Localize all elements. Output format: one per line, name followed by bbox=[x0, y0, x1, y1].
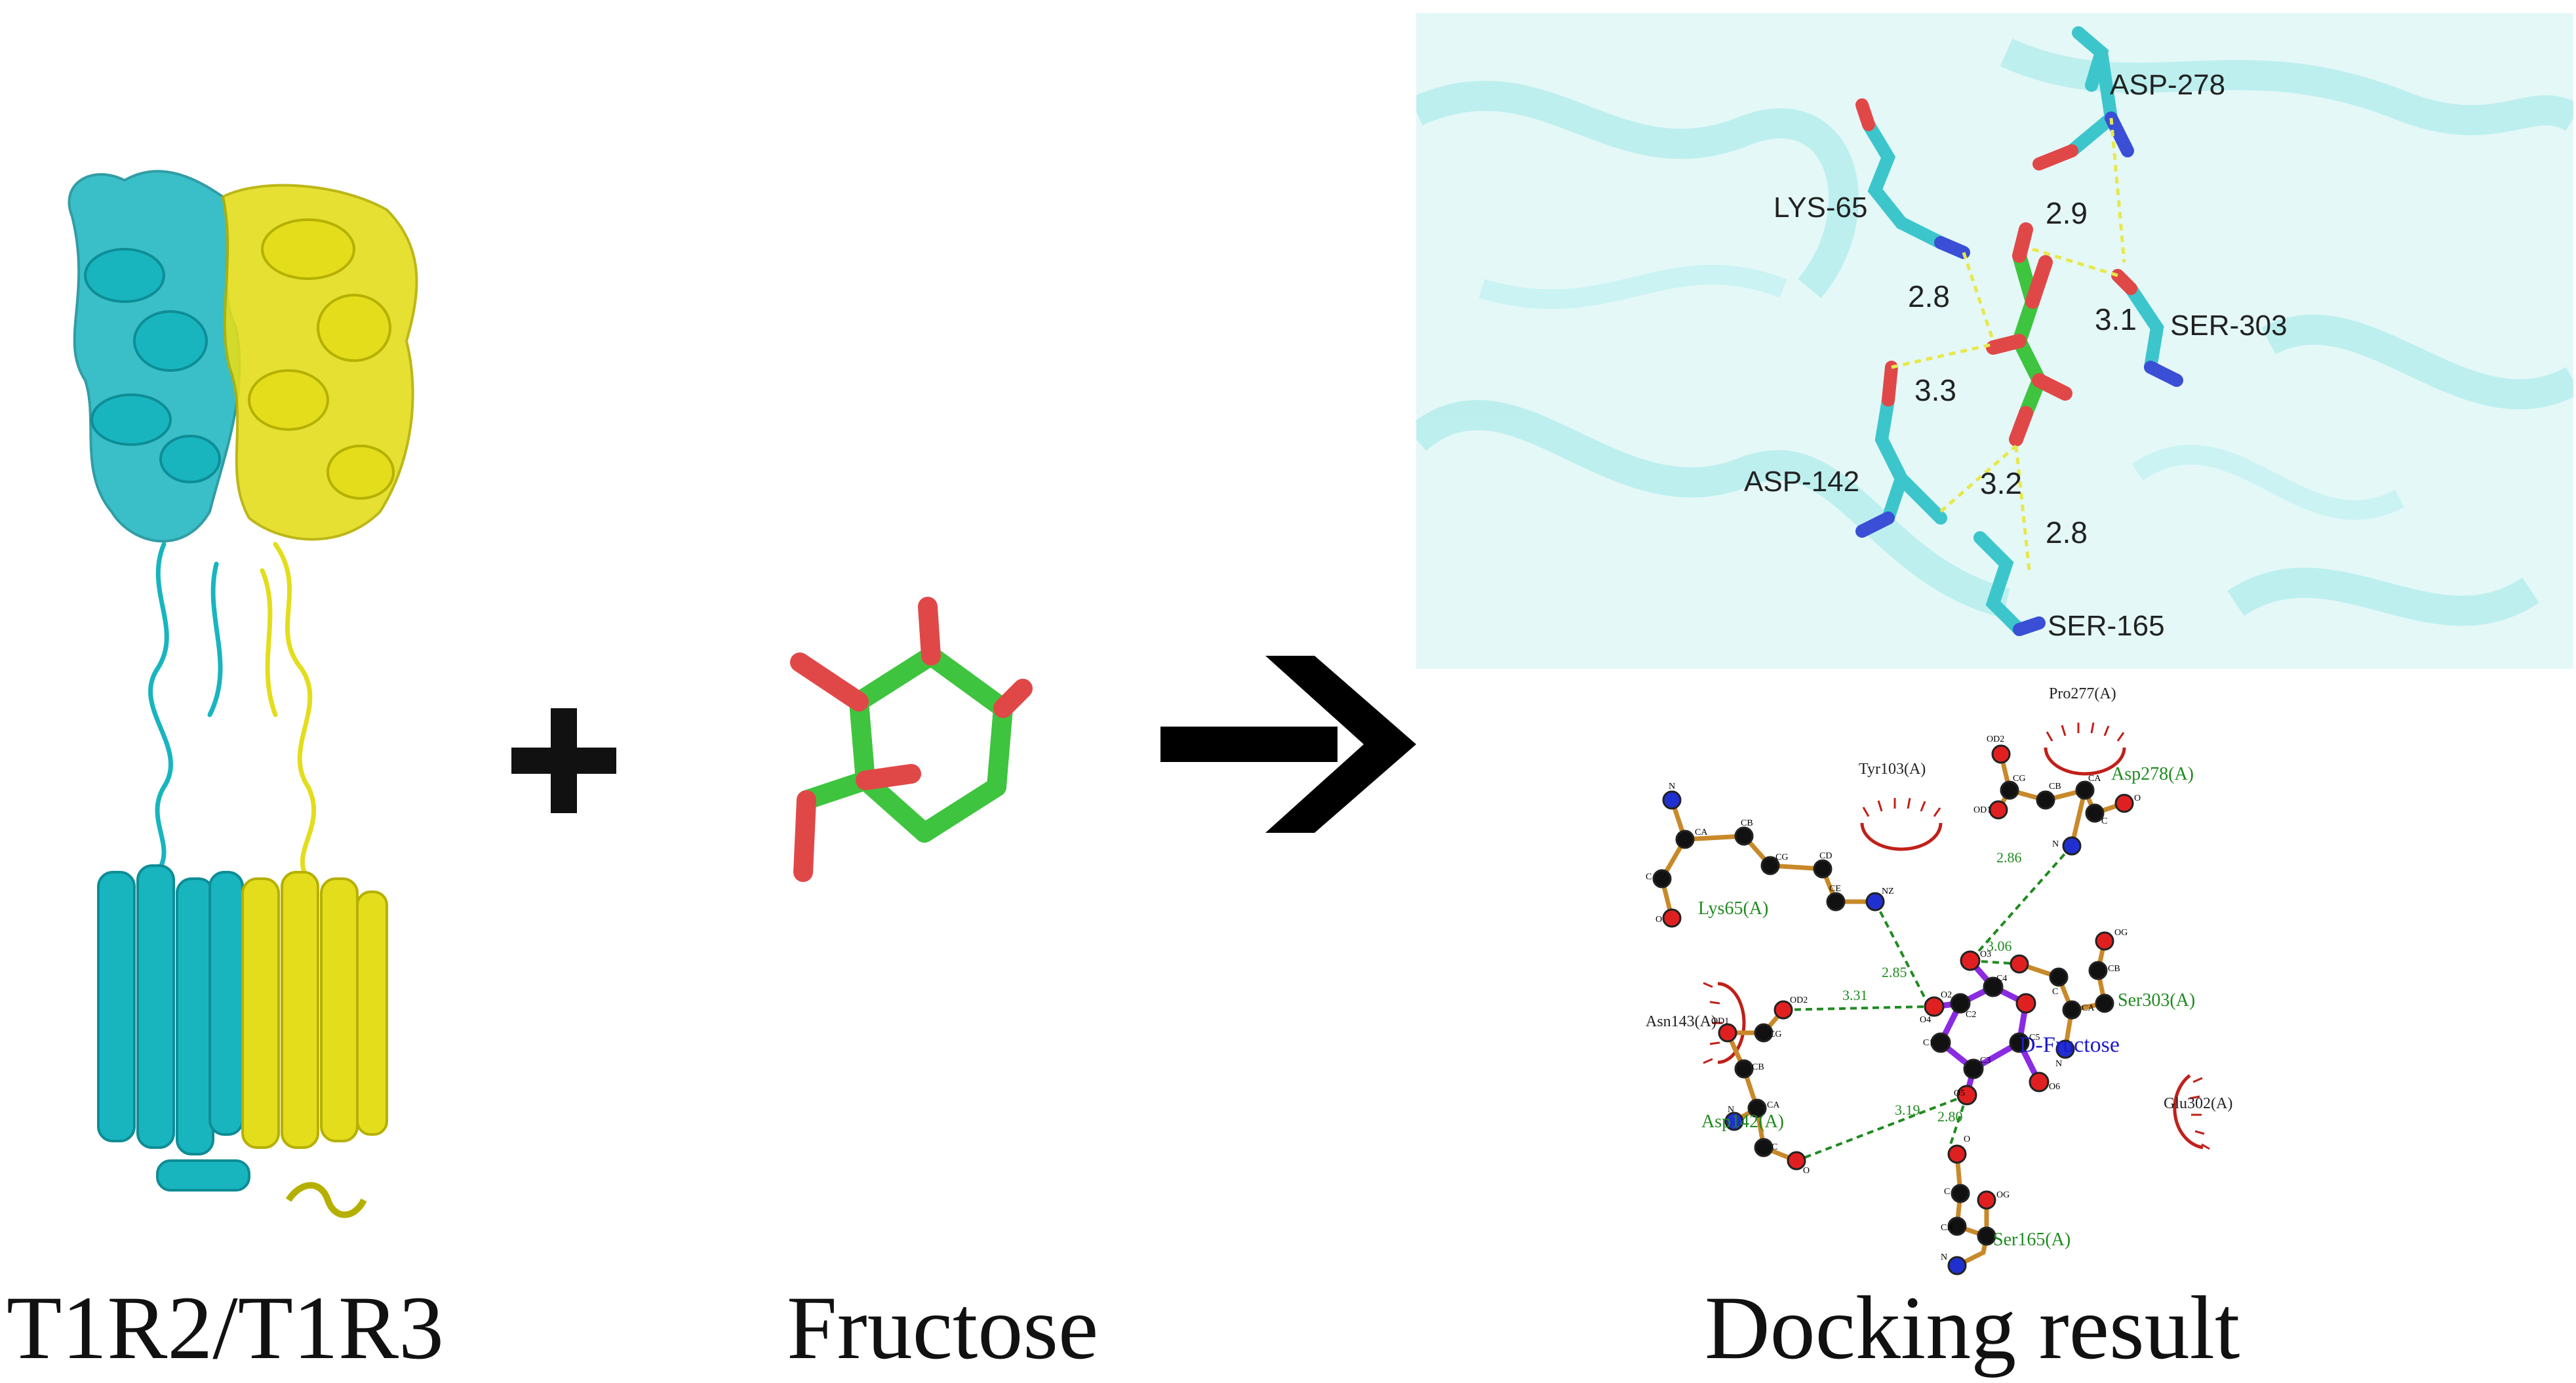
atom-label: O2 bbox=[1941, 990, 1952, 1000]
hbond-distance: 3.19 bbox=[1895, 1102, 1920, 1118]
atom-label: CB bbox=[1741, 818, 1753, 828]
ligand-sticks bbox=[1986, 222, 2072, 447]
t1r2-t1r3-cartoon bbox=[68, 170, 418, 1218]
atom-label: OD2 bbox=[1790, 995, 1808, 1005]
receptor-panel bbox=[0, 0, 459, 1298]
ligand-name: D-Fructose bbox=[2019, 1033, 2120, 1057]
atom-label: CB bbox=[2049, 782, 2061, 792]
atom-label: CG bbox=[1769, 1030, 1782, 1039]
hbond-residue-label: Ser165(A) bbox=[1993, 1230, 2071, 1250]
linker-strands bbox=[148, 542, 317, 881]
atom-label: N bbox=[2055, 1059, 2063, 1069]
atom-label: O3 bbox=[1980, 950, 1992, 959]
atom-label: CB bbox=[2108, 964, 2120, 974]
docking-3d-scene bbox=[1416, 26, 2573, 636]
atom-label: CE bbox=[1829, 884, 1841, 894]
atom-label: CB bbox=[1752, 1062, 1764, 1072]
atom-label: OG bbox=[1996, 1190, 2010, 1200]
distance-label: 3.3 bbox=[1914, 373, 1956, 407]
hbond-residue-label: Asp278(A) bbox=[2111, 764, 2194, 784]
atom-label: CA bbox=[1695, 828, 1708, 837]
hbond-distance: 2.86 bbox=[1996, 849, 2022, 866]
docking-3d-panel: ASP-278 LYS-65 SER-303 ASP-142 SER-165 2… bbox=[1416, 13, 2573, 669]
atom-label: CA bbox=[1941, 1223, 1954, 1233]
hydrophobic-residue-label: Glu302(A) bbox=[2164, 1095, 2233, 1112]
atom-label: C4 bbox=[1996, 974, 2008, 984]
ligand-caption: Fructose bbox=[787, 1277, 1099, 1378]
plus-sign bbox=[498, 695, 629, 826]
atom-label: CA bbox=[2088, 774, 2101, 784]
result-caption: Docking result bbox=[1705, 1277, 2240, 1378]
atom-label: C bbox=[1772, 1142, 1778, 1152]
atom-label: C1 bbox=[1923, 1038, 1934, 1048]
hbond-residue-label: Lys65(A) bbox=[1698, 898, 1769, 919]
atom-label: C5 bbox=[2029, 1033, 2040, 1043]
atom-label: CA bbox=[2082, 1003, 2095, 1013]
atoms bbox=[1652, 744, 2134, 1275]
atom-label: CG bbox=[2013, 774, 2026, 784]
atom-label: OG bbox=[2114, 928, 2128, 938]
atom-label: N bbox=[1728, 1105, 1735, 1115]
fructose-model bbox=[754, 590, 1069, 918]
hbond-dashes bbox=[1891, 117, 2126, 571]
atom-label: OD1 bbox=[1711, 1016, 1730, 1026]
t1r2-vft-domain bbox=[68, 170, 241, 543]
atom-label: O bbox=[2134, 793, 2141, 803]
receptor-caption: T1R2/T1R3 bbox=[7, 1277, 445, 1378]
fructose-sticks bbox=[790, 597, 1033, 882]
hydrophobic-residue-label: Asn143(A) bbox=[1646, 1013, 1716, 1030]
atom-label: NZ bbox=[1882, 887, 1894, 896]
label-asp-278: ASP-278 bbox=[2110, 69, 2226, 101]
distance-label: 2.8 bbox=[2046, 515, 2088, 550]
atom-label: CG bbox=[1775, 852, 1789, 862]
atom-label: O bbox=[1655, 915, 1663, 925]
atom-label: C3 bbox=[1980, 1056, 1991, 1066]
t1r3-tm-helices bbox=[241, 871, 388, 1218]
atom-label: C bbox=[1646, 872, 1652, 882]
distance-label: 3.2 bbox=[1980, 466, 2022, 500]
t1r2-tm-helices bbox=[97, 864, 250, 1192]
label-lys-65: LYS-65 bbox=[1773, 191, 1868, 224]
hbond-residue-label: Asp142(A) bbox=[1701, 1112, 1784, 1132]
atom-label: CD bbox=[1819, 851, 1833, 861]
atom-label: O bbox=[1964, 1134, 1971, 1144]
arrow-right-icon bbox=[1154, 656, 1429, 833]
atom-label: O5 bbox=[1954, 1089, 1966, 1098]
distance-label: 2.9 bbox=[2046, 196, 2088, 230]
hydrophobic-arcs bbox=[1703, 722, 2210, 1150]
ligplot-panel: D-Fructose Asp278(A) Lys65(A) Ser303(A) … bbox=[1600, 675, 2544, 1292]
atom-label: O bbox=[1803, 1166, 1810, 1176]
hbond-lines bbox=[1783, 845, 2073, 1162]
atom-label: C bbox=[2101, 816, 2108, 826]
ligplot-diagram bbox=[1652, 722, 2210, 1275]
hbond-distance: 3.06 bbox=[1987, 938, 2012, 954]
distance-label: 3.1 bbox=[2095, 302, 2137, 336]
hbond-residue-label: Ser303(A) bbox=[2118, 990, 2196, 1011]
atom-label: O4 bbox=[1920, 1015, 1932, 1025]
atom-label: C2 bbox=[1966, 1010, 1977, 1020]
t1r3-vft-domain bbox=[221, 184, 418, 541]
residue-bonds bbox=[1659, 753, 2126, 1268]
hbond-distance: 2.80 bbox=[1937, 1108, 1963, 1125]
atom-label: C bbox=[2052, 987, 2059, 997]
label-asp-142: ASP-142 bbox=[1744, 466, 1860, 498]
hydrophobic-residue-label: Pro277(A) bbox=[2049, 685, 2116, 702]
hbond-distance: 2.85 bbox=[1882, 964, 1907, 980]
atom-label: CA bbox=[1767, 1100, 1780, 1110]
atom-label: N bbox=[2052, 839, 2059, 849]
atom-label: N bbox=[1941, 1253, 1948, 1262]
distance-label: 2.8 bbox=[1908, 279, 1950, 313]
atom-label: N bbox=[1669, 782, 1676, 792]
label-ser-165: SER-165 bbox=[2048, 610, 2165, 642]
atom-label: OD2 bbox=[1987, 734, 2005, 744]
atom-label: O6 bbox=[2049, 1082, 2061, 1092]
hydrophobic-residue-label: Tyr103(A) bbox=[1859, 761, 1926, 778]
atom-label: C bbox=[1944, 1187, 1951, 1197]
atom-label: OD1 bbox=[1973, 805, 1992, 815]
hbond-distance: 3.31 bbox=[1842, 987, 1868, 1003]
label-ser-303: SER-303 bbox=[2170, 310, 2288, 342]
